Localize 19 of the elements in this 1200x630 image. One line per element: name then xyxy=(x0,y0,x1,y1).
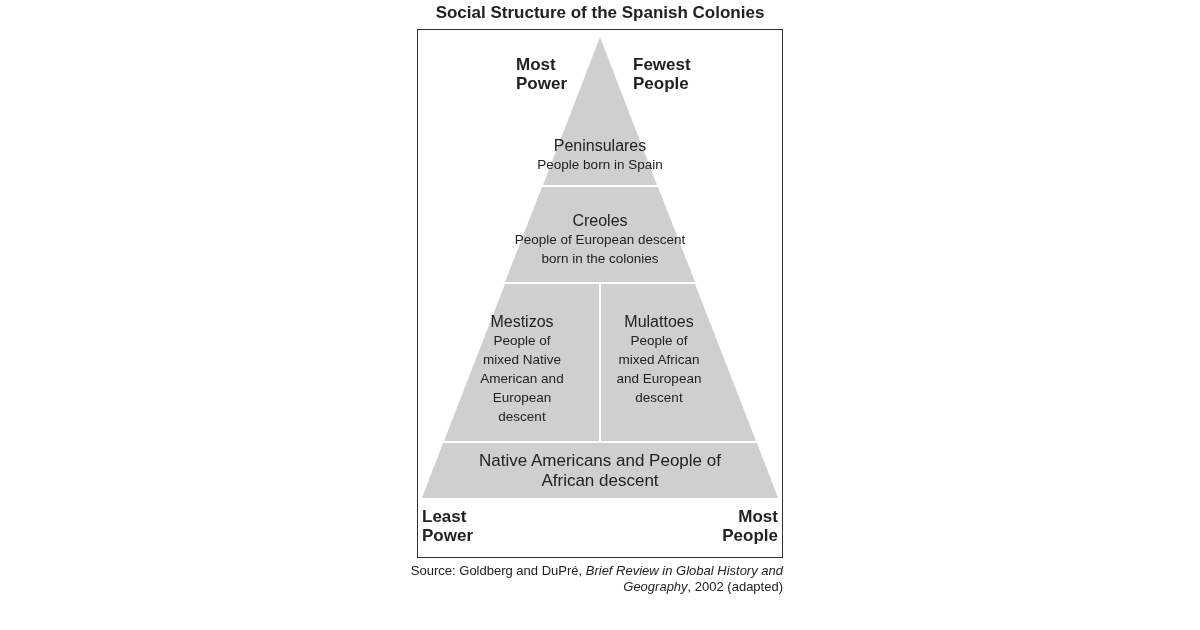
axis-label: Most People xyxy=(721,507,778,545)
tier-description: People born in Spain xyxy=(536,156,664,174)
diagram-title: Social Structure of the Spanish Colonies xyxy=(434,3,766,23)
pyramid-tier xyxy=(601,284,756,441)
tier-name: Native Americans and People of African descent xyxy=(478,451,722,491)
tier-description: People of mixed African and European descent xyxy=(615,332,703,407)
tier-description: People of mixed Native American and European descent xyxy=(479,332,565,426)
tier-name: Mestizos xyxy=(489,312,555,331)
tier-name: Creoles xyxy=(571,211,629,230)
pyramid-tier xyxy=(505,187,695,282)
tier-description: People of European descent born in the colonies xyxy=(513,231,687,268)
axis-label: Least Power xyxy=(422,507,475,545)
axis-label: Fewest People xyxy=(633,55,692,93)
source-note: Source: Goldberg and DuPré, Brief Review in Global History and Geography, 2002 (adapted) xyxy=(409,563,783,595)
tier-name: Peninsulares xyxy=(552,136,648,155)
axis-label: Most Power xyxy=(516,55,569,93)
tier-name: Mulattoes xyxy=(623,312,695,331)
pyramid-tier xyxy=(444,284,599,441)
pyramid-tier xyxy=(422,443,778,498)
